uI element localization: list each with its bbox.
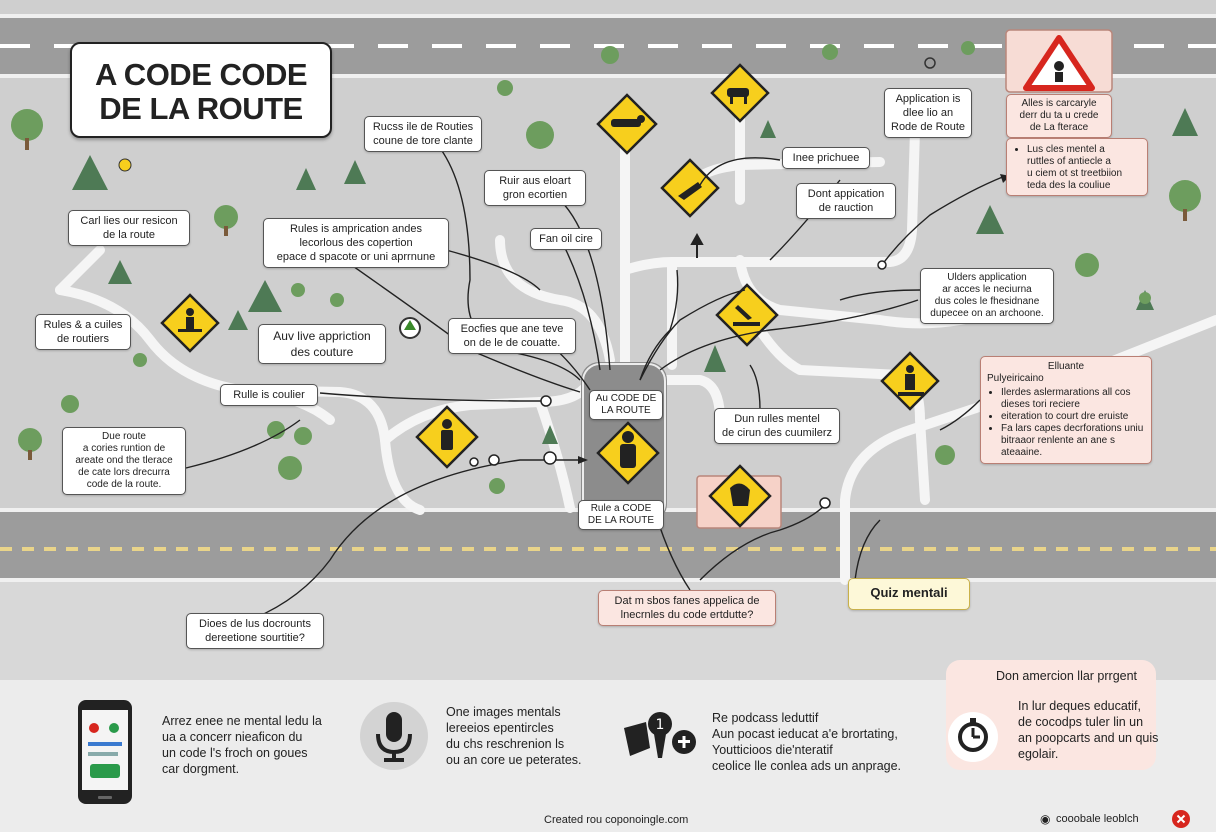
podcast-panel-text: In lur deques educatif,de cocodps tuler …	[1018, 699, 1159, 761]
smartphone-icon	[78, 700, 132, 804]
callout-rulle-coulier: Rulle is coulier	[220, 384, 318, 406]
footer-logo-text: cooobale leoblch	[1056, 813, 1139, 825]
title-line-1: A CODE CODE	[94, 57, 308, 92]
puzzle-icon: 1	[624, 712, 696, 758]
podcast-panel-heading: Don amercion llar prrgent	[996, 669, 1138, 683]
title-line-2: DE LA ROUTE	[99, 91, 303, 126]
microphone-icon	[360, 702, 428, 770]
svg-text:1: 1	[656, 717, 665, 733]
callout-linee: Inee prichuee	[782, 147, 870, 169]
callout-elluante: Elluante Pulyeiricaino Ilerdes aslermara…	[980, 356, 1152, 464]
quiz-mental-box[interactable]: Quiz mentali	[848, 578, 970, 610]
title-box: A CODE CODE DE LA ROUTE	[70, 42, 332, 138]
close-icon[interactable]	[1172, 810, 1190, 828]
callout-lus-cles: Lus cles mentel a ruttles of antiecle a …	[1006, 138, 1148, 196]
footer-credit: Created rou coponoingle.com	[544, 814, 689, 826]
callout-fan-oil: Fan oil cire	[530, 228, 602, 250]
timer-icon	[948, 712, 998, 762]
brand-icon: ◉	[1040, 812, 1051, 826]
